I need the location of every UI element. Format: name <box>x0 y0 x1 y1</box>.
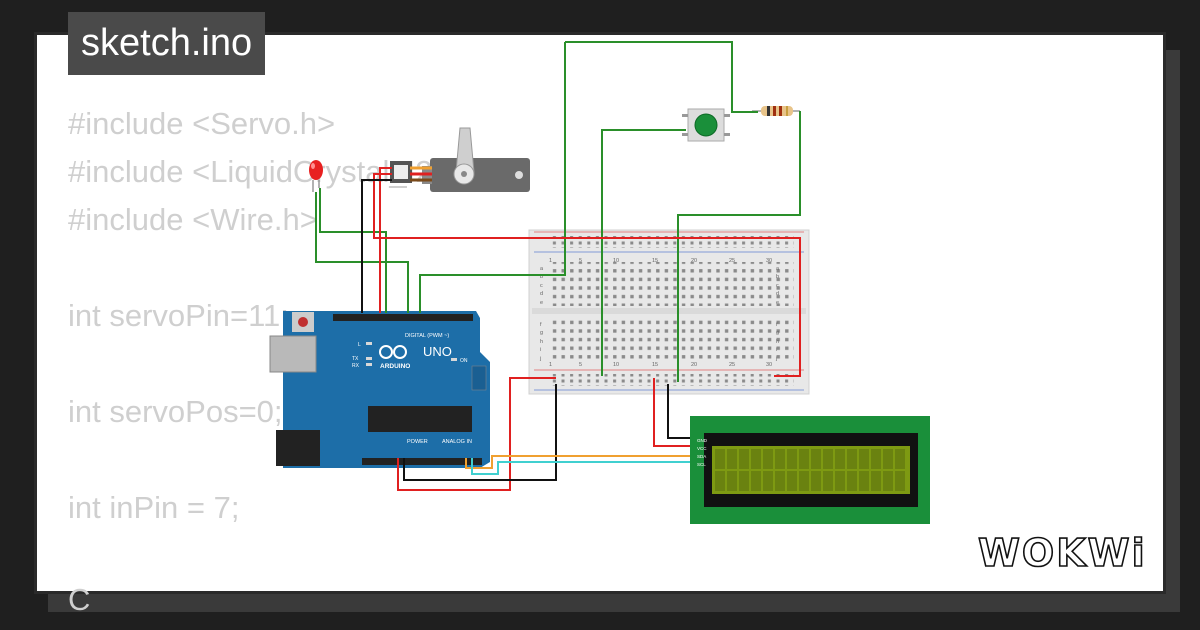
power-label: POWER <box>407 439 428 445</box>
breadboard-col-label: 5 <box>579 258 582 264</box>
breadboard-row-label: g <box>776 330 779 336</box>
breadboard-row-label: a <box>540 266 544 272</box>
breadboard-col-label: 5 <box>579 362 582 368</box>
arduino-logo-icon <box>379 345 407 359</box>
rx-label: RX <box>352 363 360 369</box>
lcd-pin-label: SCL <box>697 462 706 467</box>
file-tab[interactable]: sketch.ino <box>68 12 266 75</box>
breadboard-row-label: j <box>775 356 777 362</box>
digital-header <box>333 314 473 321</box>
led-l-label: L <box>358 342 361 348</box>
breadboard-col-label: 10 <box>613 258 619 264</box>
breadboard-col-label: 15 <box>652 362 658 368</box>
code-line: #include <Servo.h> <box>68 106 336 141</box>
code-line: int servoPos=0; <box>68 394 283 429</box>
lcd-pin-label: GND <box>697 438 708 443</box>
lcd-pin-label: VCC <box>697 446 707 451</box>
breadboard-row-label: j <box>539 356 541 362</box>
power-analog-header <box>362 458 482 465</box>
lcd-i2c-display[interactable]: GND VCC SDA SCL <box>690 416 930 524</box>
lcd-pin-label: SDA <box>697 454 706 459</box>
wires <box>315 41 801 491</box>
analog-label: ANALOG IN <box>442 439 472 445</box>
breadboard-col-label: 25 <box>729 258 735 264</box>
breadboard-row-label: f <box>776 322 778 328</box>
breadboard-col-label: 10 <box>613 362 619 368</box>
breadboard-col-label: 25 <box>729 362 735 368</box>
breadboard-row-label: c <box>540 283 543 289</box>
breadboard-row-label: a <box>776 266 780 272</box>
tx-label: TX <box>352 356 359 362</box>
breadboard-col-label: 15 <box>652 258 658 264</box>
code-line: C <box>68 582 91 617</box>
code-editor: #include <Servo.h> #include <LiquidCryst… <box>68 0 668 630</box>
servo-motor[interactable] <box>390 127 530 192</box>
breadboard-row-label: c <box>776 283 779 289</box>
breadboard[interactable]: 1 5 10 15 20 25 30 1 5 10 15 20 25 30 a … <box>528 229 810 395</box>
breadboard-row-label: i <box>540 347 541 353</box>
breadboard-col-label: 30 <box>766 258 772 264</box>
red-led[interactable] <box>309 160 323 192</box>
power-jack <box>276 430 320 466</box>
breadboard-row-label: h <box>540 339 543 345</box>
breadboard-row-label: d <box>540 291 543 297</box>
breadboard-col-label: 1 <box>549 362 552 368</box>
breadboard-row-label: g <box>540 330 543 336</box>
digital-label: DIGITAL (PWM ~) <box>405 333 449 339</box>
breadboard-row-label: e <box>776 300 779 306</box>
uno-label: UNO <box>423 344 452 359</box>
arduino-brand-label: ARDUINO <box>380 363 410 370</box>
breadboard-row-label: i <box>776 347 777 353</box>
atmega-chip <box>368 406 472 432</box>
breadboard-row-label: h <box>776 339 779 345</box>
breadboard-row-label: e <box>540 300 543 306</box>
on-label: ON <box>460 358 468 364</box>
breadboard-col-label: 30 <box>766 362 772 368</box>
usb-port <box>269 335 317 373</box>
code-line: int inPin = 7; <box>68 490 240 525</box>
arduino-uno-board[interactable]: DIGITAL (PWM ~) L TX RX ON UNO ARDUINO P… <box>269 311 490 468</box>
push-button[interactable] <box>682 108 730 142</box>
code-line: int servoPin=11; <box>68 298 289 333</box>
breadboard-row-label: b <box>540 274 543 280</box>
breadboard-col-label: 20 <box>691 362 697 368</box>
breadboard-row-label: d <box>776 291 779 297</box>
wokwi-logo-icon: WOKWi <box>977 530 1147 576</box>
breadboard-col-label: 1 <box>549 258 552 264</box>
wokwi-logo: WOKWi <box>976 528 1152 583</box>
breadboard-row-label: f <box>540 322 542 328</box>
breadboard-row-label: b <box>776 274 779 280</box>
resistor[interactable] <box>752 106 800 116</box>
breadboard-col-label: 20 <box>691 258 697 264</box>
code-line: #include <Wire.h> <box>68 202 318 237</box>
svg-text:WOKWi: WOKWi <box>978 531 1147 575</box>
